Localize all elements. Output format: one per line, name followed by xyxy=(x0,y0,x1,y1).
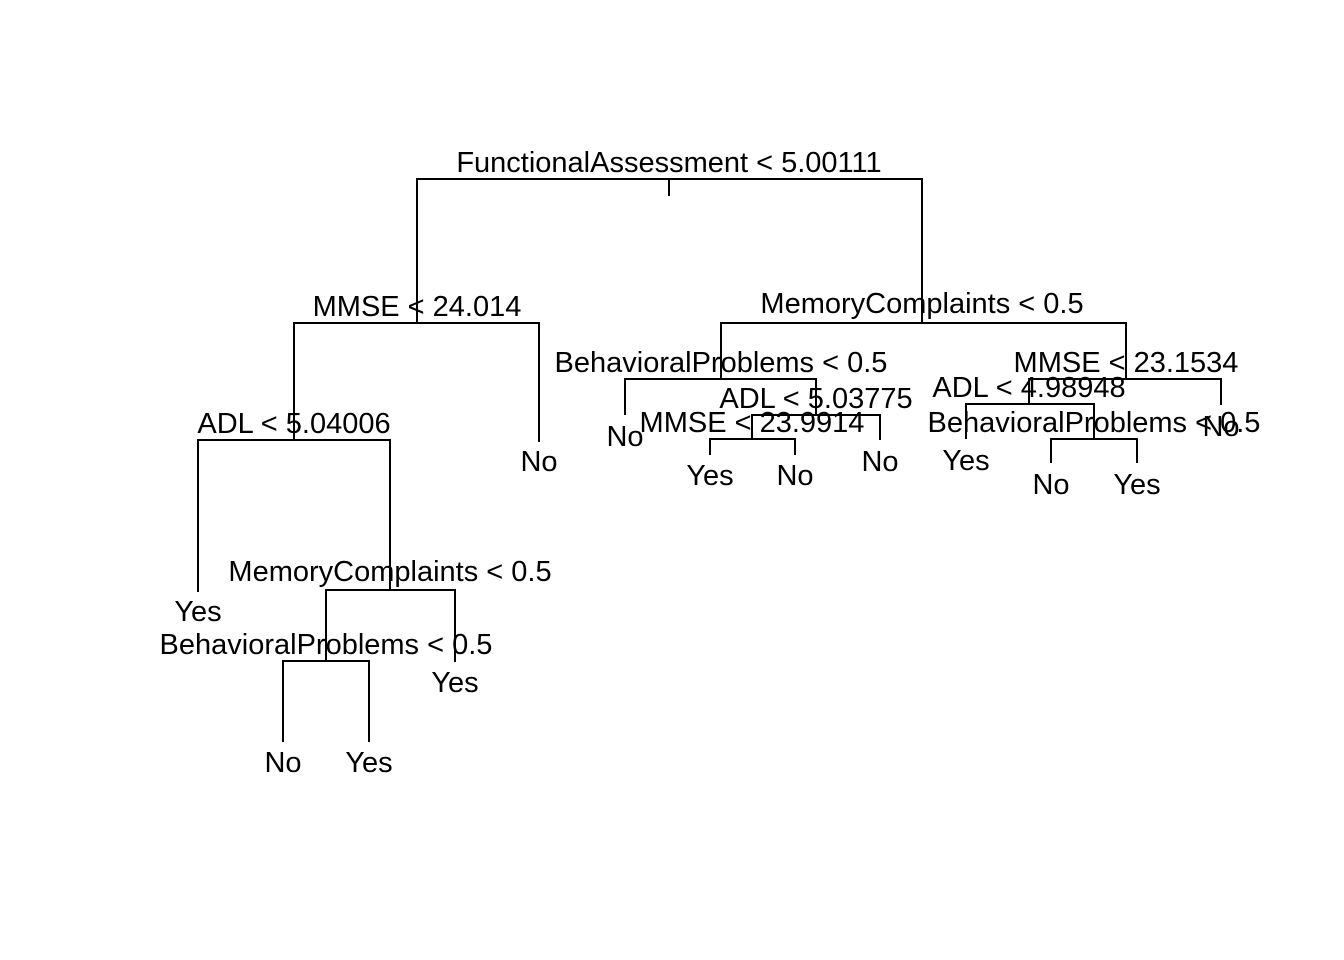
split-label-behav-mid: BehavioralProblems < 0.5 xyxy=(555,347,888,379)
split-label-behav-right: BehavioralProblems < 0.5 xyxy=(928,407,1261,439)
split-label-behav-left: BehavioralProblems < 0.5 xyxy=(160,629,493,661)
tree-edges xyxy=(197,178,1222,742)
leaf-label: Yes xyxy=(174,596,221,628)
split-labels: FunctionalAssessment < 5.00111 MMSE < 24… xyxy=(160,147,1261,661)
split-label-mmse-left: MMSE < 24.014 xyxy=(313,291,522,323)
mmse-24-branch xyxy=(293,322,540,442)
adl-504-branch xyxy=(197,439,391,592)
root-branch xyxy=(416,178,923,322)
behav-mid-branch xyxy=(624,378,817,415)
leaf-label: No xyxy=(861,446,898,478)
mmse-2315-branch xyxy=(1028,378,1222,405)
split-label-mmse-right: MMSE < 23.1534 xyxy=(1014,347,1239,379)
adl-4989-branch xyxy=(965,403,1095,439)
leaf-label: No xyxy=(776,460,813,492)
behav-right-branch xyxy=(1050,438,1138,463)
split-label-adl-mid: ADL < 5.03775 xyxy=(719,383,912,415)
leaf-label: No xyxy=(264,747,301,779)
split-label-adl-right: ADL < 4.98948 xyxy=(932,372,1125,404)
split-label-memory-right: MemoryComplaints < 0.5 xyxy=(760,288,1083,320)
leaf-label: No xyxy=(1202,411,1239,443)
memory-right-branch xyxy=(720,322,1127,379)
split-label-mmse-mid: MMSE < 23.9914 xyxy=(640,407,865,439)
leaf-label: No xyxy=(520,446,557,478)
leaf-label: Yes xyxy=(942,445,989,477)
memory-left-branch xyxy=(325,589,456,662)
leaf-label: Yes xyxy=(1113,469,1160,501)
leaf-label: Yes xyxy=(345,747,392,779)
leaf-label: Yes xyxy=(686,460,733,492)
split-label-root: FunctionalAssessment < 5.00111 xyxy=(456,147,881,179)
leaf-label: Yes xyxy=(431,667,478,699)
split-label-adl-left: ADL < 5.04006 xyxy=(197,408,390,440)
leaf-labels: Yes No Yes Yes No No Yes No No Yes No Ye… xyxy=(174,411,1239,779)
leaf-label: No xyxy=(606,421,643,453)
split-label-memory-left: MemoryComplaints < 0.5 xyxy=(228,556,551,588)
behav-left-branch xyxy=(282,660,370,742)
mmse-2399-branch xyxy=(709,438,796,455)
leaf-label: No xyxy=(1032,469,1069,501)
adl-5037-branch xyxy=(751,414,881,440)
